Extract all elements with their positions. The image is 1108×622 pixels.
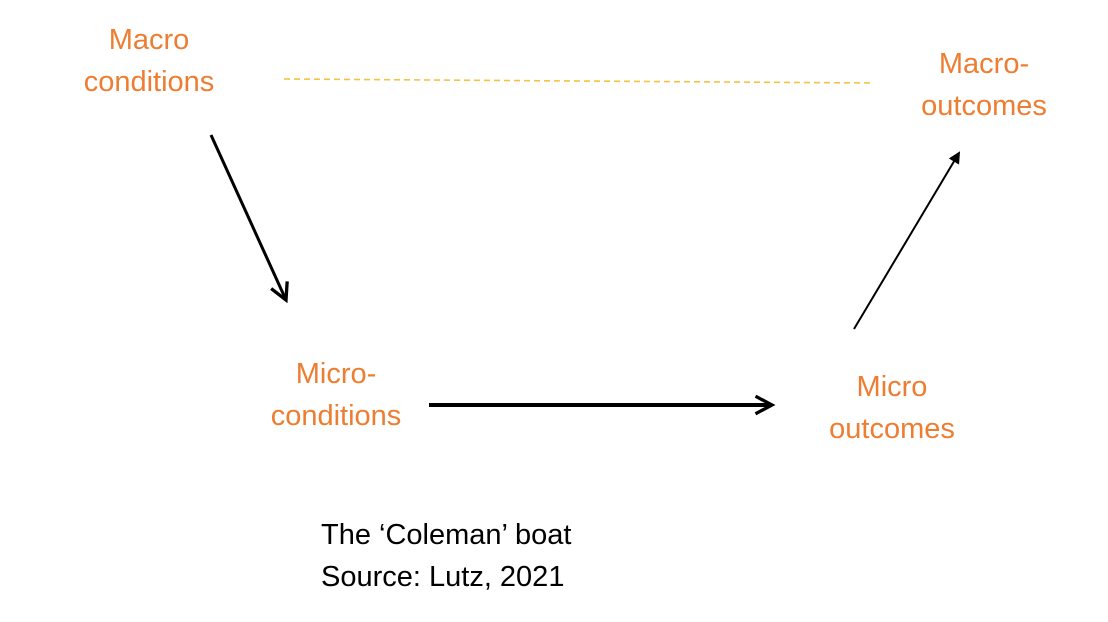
figure-caption: The ‘Coleman’ boat Source: Lutz, 2021: [321, 514, 571, 598]
micro-conditions-label-line-2: conditions: [270, 400, 402, 432]
macro-conditions-node: Macro conditions: [60, 19, 238, 103]
macro-conditions-label-line-1: Macro: [108, 24, 190, 56]
macro-outcomes-label-line-1: Macro-: [938, 48, 1030, 80]
macro-outcomes-node: Macro- outcomes: [898, 43, 1070, 127]
micro-outcomes-to-macro-outcomes-arrow: [853, 151, 961, 330]
macro-to-micro-conditions-arrow: [209, 134, 286, 300]
micro-conditions-node: Micro- conditions: [246, 353, 426, 437]
caption-title: The ‘Coleman’ boat: [321, 519, 572, 551]
macro-link-dashed-line: [283, 78, 873, 84]
micro-outcomes-node: Micro outcomes: [806, 366, 978, 450]
micro-outcomes-label-line-2: outcomes: [829, 413, 955, 445]
macro-conditions-label-line-2: conditions: [83, 66, 215, 98]
micro-conditions-label-line-1: Micro-: [295, 358, 377, 390]
caption-source: Source: Lutz, 2021: [321, 561, 565, 593]
macro-outcomes-label-line-2: outcomes: [921, 90, 1047, 122]
micro-outcomes-label-line-1: Micro: [856, 371, 928, 403]
